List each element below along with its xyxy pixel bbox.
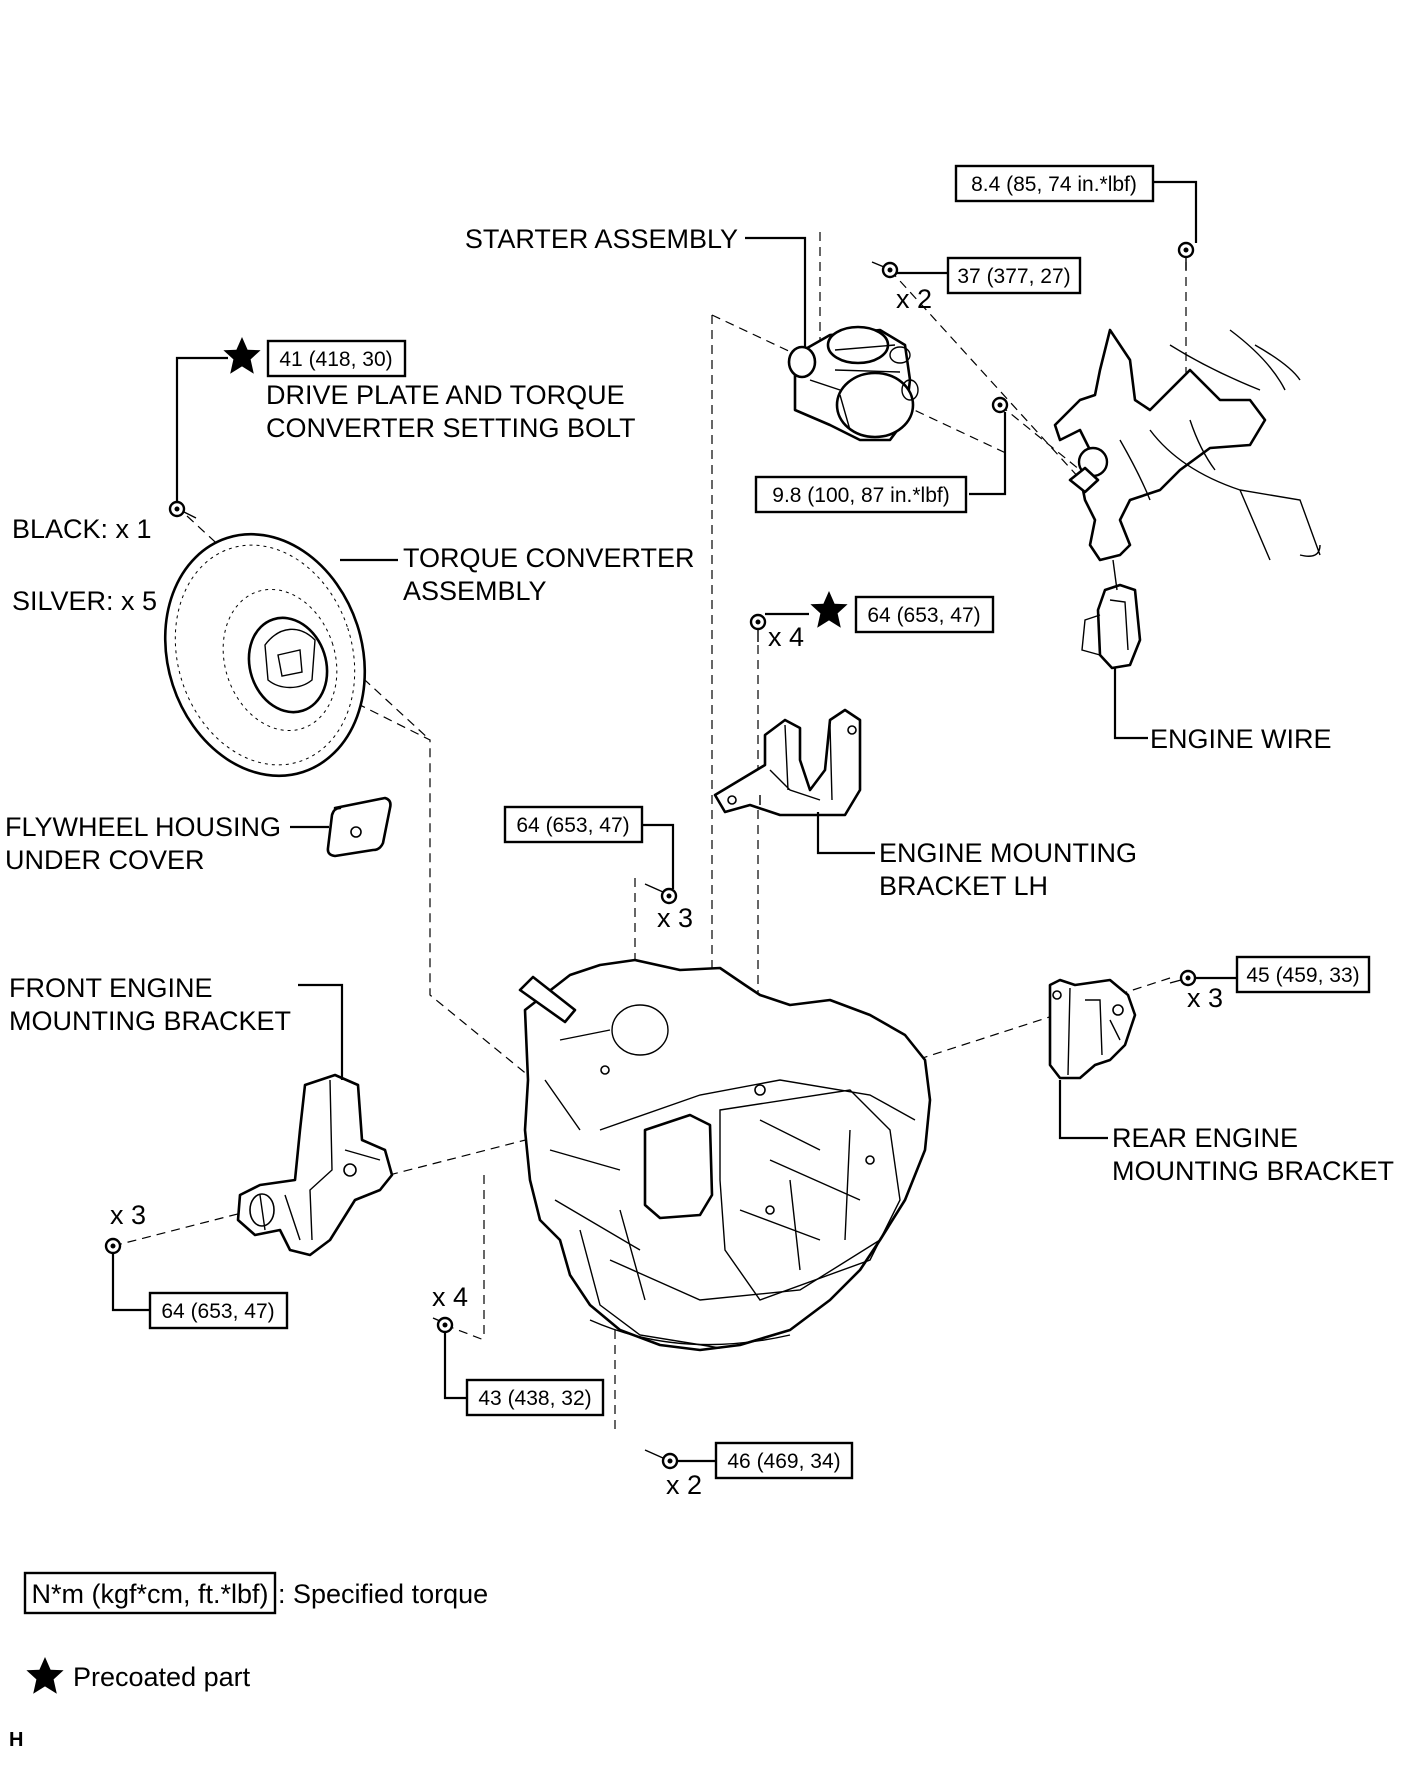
torque-drive-plate-bolt: 41 (418, 30) xyxy=(279,348,392,371)
bolt-icon xyxy=(104,1237,122,1255)
torque-mount-lh-top: 64 (653, 47) xyxy=(867,604,980,627)
bolt-icon xyxy=(436,1316,454,1334)
torque-mount-lh-side: 64 (653, 47) xyxy=(516,814,629,837)
count-starter-bolts: x 2 xyxy=(896,284,932,314)
bolt-icon xyxy=(660,887,678,905)
engine-wire-drawing xyxy=(1053,328,1321,670)
bolt-icon xyxy=(168,500,186,518)
count-lower-right: x 2 xyxy=(666,1470,702,1500)
label-drive-plate-line1: DRIVE PLATE AND TORQUE xyxy=(266,380,625,410)
label-engine-mount-lh-line2: BRACKET LH xyxy=(879,871,1048,901)
torque-starter-nut: 9.8 (100, 87 in.*lbf) xyxy=(772,484,949,507)
star-icon xyxy=(223,337,261,374)
torque-rear-mount: 45 (459, 33) xyxy=(1246,964,1359,987)
legend: N*m (kgf*cm, ft.*lbf) : Specified torque… xyxy=(9,1571,488,1751)
torque-wire-bolt: 8.4 (85, 74 in.*lbf) xyxy=(971,173,1137,196)
label-torque-converter-line1: TORQUE CONVERTER xyxy=(403,543,695,573)
label-black-count: BLACK: x 1 xyxy=(12,514,152,544)
label-engine-mount-lh-line1: ENGINE MOUNTING xyxy=(879,838,1137,868)
label-drive-plate-line2: CONVERTER SETTING BOLT xyxy=(266,413,636,443)
leader-lines xyxy=(111,180,1237,1463)
part-labels: STARTER ASSEMBLY DRIVE PLATE AND TORQUE … xyxy=(5,224,1394,1186)
bolt-icon xyxy=(1177,241,1195,259)
nut-icon xyxy=(991,396,1009,414)
starter-drawing xyxy=(787,325,919,442)
star-icon xyxy=(810,591,848,628)
count-lower-left: x 4 xyxy=(432,1282,468,1312)
assembly-guide-lines xyxy=(112,232,1187,1435)
bolt-icon xyxy=(661,1452,679,1470)
torque-converter-drawing xyxy=(163,532,367,778)
label-engine-wire: ENGINE WIRE xyxy=(1150,724,1332,754)
transaxle-drawing xyxy=(518,958,932,1352)
figure-code: H xyxy=(9,1729,23,1751)
star-icon xyxy=(26,1657,64,1694)
quantity-labels: x 2 x 4 x 3 x 3 x 3 x 4 x 2 xyxy=(110,284,1223,1500)
torque-lower-right: 46 (469, 34) xyxy=(727,1450,840,1473)
fasteners xyxy=(104,241,1197,1470)
legend-torque-unit: N*m (kgf*cm, ft.*lbf) xyxy=(31,1579,268,1609)
rear-mount-drawing xyxy=(1048,978,1137,1080)
front-mount-drawing xyxy=(236,1073,394,1257)
torque-front-mount: 64 (653, 47) xyxy=(161,1300,274,1323)
legend-torque-desc: : Specified torque xyxy=(278,1579,488,1609)
flywheel-cover-drawing xyxy=(326,796,392,858)
torque-lower-left: 43 (438, 32) xyxy=(478,1387,591,1410)
label-flywheel-line2: UNDER COVER xyxy=(5,845,205,875)
label-front-mount-line1: FRONT ENGINE xyxy=(9,973,213,1003)
legend-precoated: Precoated part xyxy=(73,1662,251,1692)
engine-mount-lh-drawing xyxy=(713,708,862,817)
label-rear-mount-line1: REAR ENGINE xyxy=(1112,1123,1298,1153)
label-flywheel-line1: FLYWHEEL HOUSING xyxy=(5,812,281,842)
count-front-mount: x 3 xyxy=(110,1200,146,1230)
label-starter-assembly: STARTER ASSEMBLY xyxy=(465,224,738,254)
count-mount-lh-side: x 3 xyxy=(657,903,693,933)
bolt-icon xyxy=(881,261,899,279)
label-torque-converter-line2: ASSEMBLY xyxy=(403,576,547,606)
label-silver-count: SILVER: x 5 xyxy=(12,586,157,616)
count-mount-lh-top: x 4 xyxy=(768,622,804,652)
label-front-mount-line2: MOUNTING BRACKET xyxy=(9,1006,291,1036)
torque-starter-bolt: 37 (377, 27) xyxy=(957,265,1070,288)
label-rear-mount-line2: MOUNTING BRACKET xyxy=(1112,1156,1394,1186)
bolt-icon xyxy=(749,613,767,631)
torque-specs: 8.4 (85, 74 in.*lbf) 37 (377, 27) 41 (41… xyxy=(148,164,1371,1480)
count-rear-mount: x 3 xyxy=(1187,983,1223,1013)
